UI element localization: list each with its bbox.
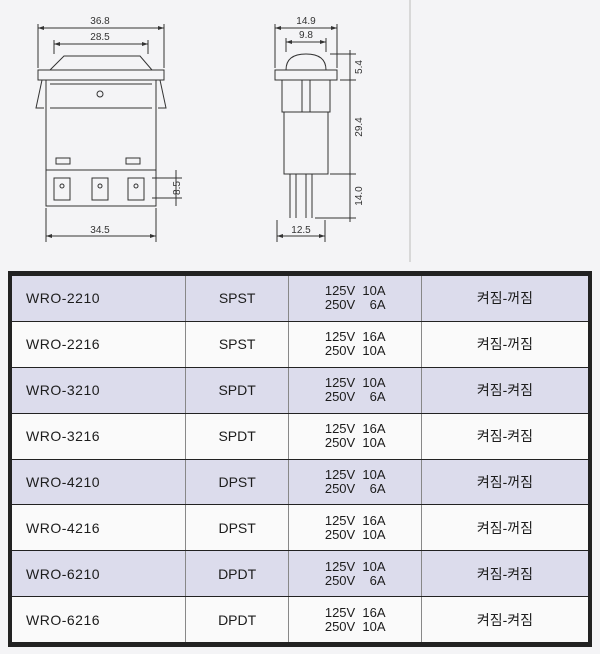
model-cell: WRO-3216 bbox=[12, 413, 185, 459]
rating-line-250v: 250V 10A bbox=[324, 618, 386, 634]
pole-cell: SPDT bbox=[184, 413, 289, 459]
front-terminal-2 bbox=[91, 177, 109, 201]
front-body bbox=[45, 79, 157, 171]
pole-cell: DPST bbox=[184, 505, 289, 551]
dim-actuator-height: 5.4 bbox=[354, 60, 365, 74]
rating-line-250v: 250V 10A bbox=[324, 526, 386, 542]
front-terminal-3 bbox=[127, 177, 145, 201]
dim-body-height: 29.4 bbox=[354, 117, 365, 137]
action-cell: 켜짐-꺼짐 bbox=[420, 321, 588, 367]
model-cell: WRO-3210 bbox=[12, 367, 185, 413]
rating-line-125v: 125V 16A bbox=[324, 329, 386, 345]
pole-cell: SPDT bbox=[184, 367, 289, 413]
action-cell: 켜짐-꺼짐 bbox=[420, 505, 588, 551]
action-cell: 켜짐-켜짐 bbox=[420, 413, 588, 459]
action-cell: 켜짐-꺼짐 bbox=[420, 276, 588, 321]
rating-line-125v: 125V 10A bbox=[324, 375, 386, 391]
dim-side-width-inner: 9.8 bbox=[299, 30, 313, 41]
model-cell: WRO-2210 bbox=[12, 276, 185, 321]
rating-line-125v: 125V 16A bbox=[324, 604, 386, 620]
action-cell: 켜짐-켜짐 bbox=[420, 367, 588, 413]
technical-drawing: 36.8 28.5 8.5 34.5 14.9 9.8 5.4 29.4 14.… bbox=[0, 0, 600, 262]
front-terminal-1 bbox=[53, 177, 71, 201]
front-clip-right bbox=[158, 79, 167, 109]
rating-line-125v: 125V 16A bbox=[324, 512, 386, 528]
front-indicator-hole bbox=[96, 90, 104, 98]
model-cell: WRO-4216 bbox=[12, 505, 185, 551]
pole-cell: SPST bbox=[184, 321, 289, 367]
side-flange bbox=[274, 69, 338, 81]
rating-line-250v: 250V 10A bbox=[324, 435, 386, 451]
pole-cell: SPST bbox=[184, 276, 289, 321]
dim-side-width-top: 14.9 bbox=[296, 16, 316, 27]
side-rocker bbox=[285, 53, 327, 71]
front-clip-left bbox=[35, 79, 44, 109]
rating-line-250v: 250V 6A bbox=[324, 572, 386, 588]
rating-line-250v: 250V 6A bbox=[324, 480, 386, 496]
rating-line-250v: 250V 6A bbox=[324, 297, 386, 313]
pole-cell: DPDT bbox=[184, 551, 289, 597]
action-cell: 켜짐-켜짐 bbox=[420, 597, 588, 642]
action-cell: 켜짐-켜짐 bbox=[420, 551, 588, 597]
dim-side-base-width: 12.5 bbox=[291, 225, 311, 236]
action-cell: 켜짐-꺼짐 bbox=[420, 459, 588, 505]
pole-cell: DPDT bbox=[184, 597, 289, 642]
rating-line-250v: 250V 10A bbox=[324, 343, 386, 359]
model-cell: WRO-6210 bbox=[12, 551, 185, 597]
front-rocker bbox=[49, 55, 153, 71]
dim-front-base-width: 34.5 bbox=[90, 225, 110, 236]
dim-terminal-pitch: 8.5 bbox=[172, 181, 183, 195]
pole-cell: DPST bbox=[184, 459, 289, 505]
side-body bbox=[283, 111, 329, 175]
front-terminal-block bbox=[45, 169, 157, 207]
rating-line-250v: 250V 6A bbox=[324, 389, 386, 405]
dimension-drawing-svg: 36.8 28.5 8.5 34.5 14.9 9.8 5.4 29.4 14.… bbox=[35, 0, 411, 262]
model-cell: WRO-2216 bbox=[12, 321, 185, 367]
rating-line-125v: 125V 10A bbox=[324, 558, 386, 574]
rating-line-125v: 125V 16A bbox=[324, 421, 386, 437]
dim-front-width-inner: 28.5 bbox=[90, 32, 110, 43]
rating-line-125v: 125V 10A bbox=[324, 283, 386, 299]
dim-terminal-length: 14.0 bbox=[354, 186, 365, 206]
model-cell: WRO-6216 bbox=[12, 597, 185, 642]
front-flange bbox=[37, 69, 165, 81]
rating-line-125v: 125V 10A bbox=[324, 466, 386, 482]
model-cell: WRO-4210 bbox=[12, 459, 185, 505]
dim-front-width-top: 36.8 bbox=[90, 16, 110, 27]
